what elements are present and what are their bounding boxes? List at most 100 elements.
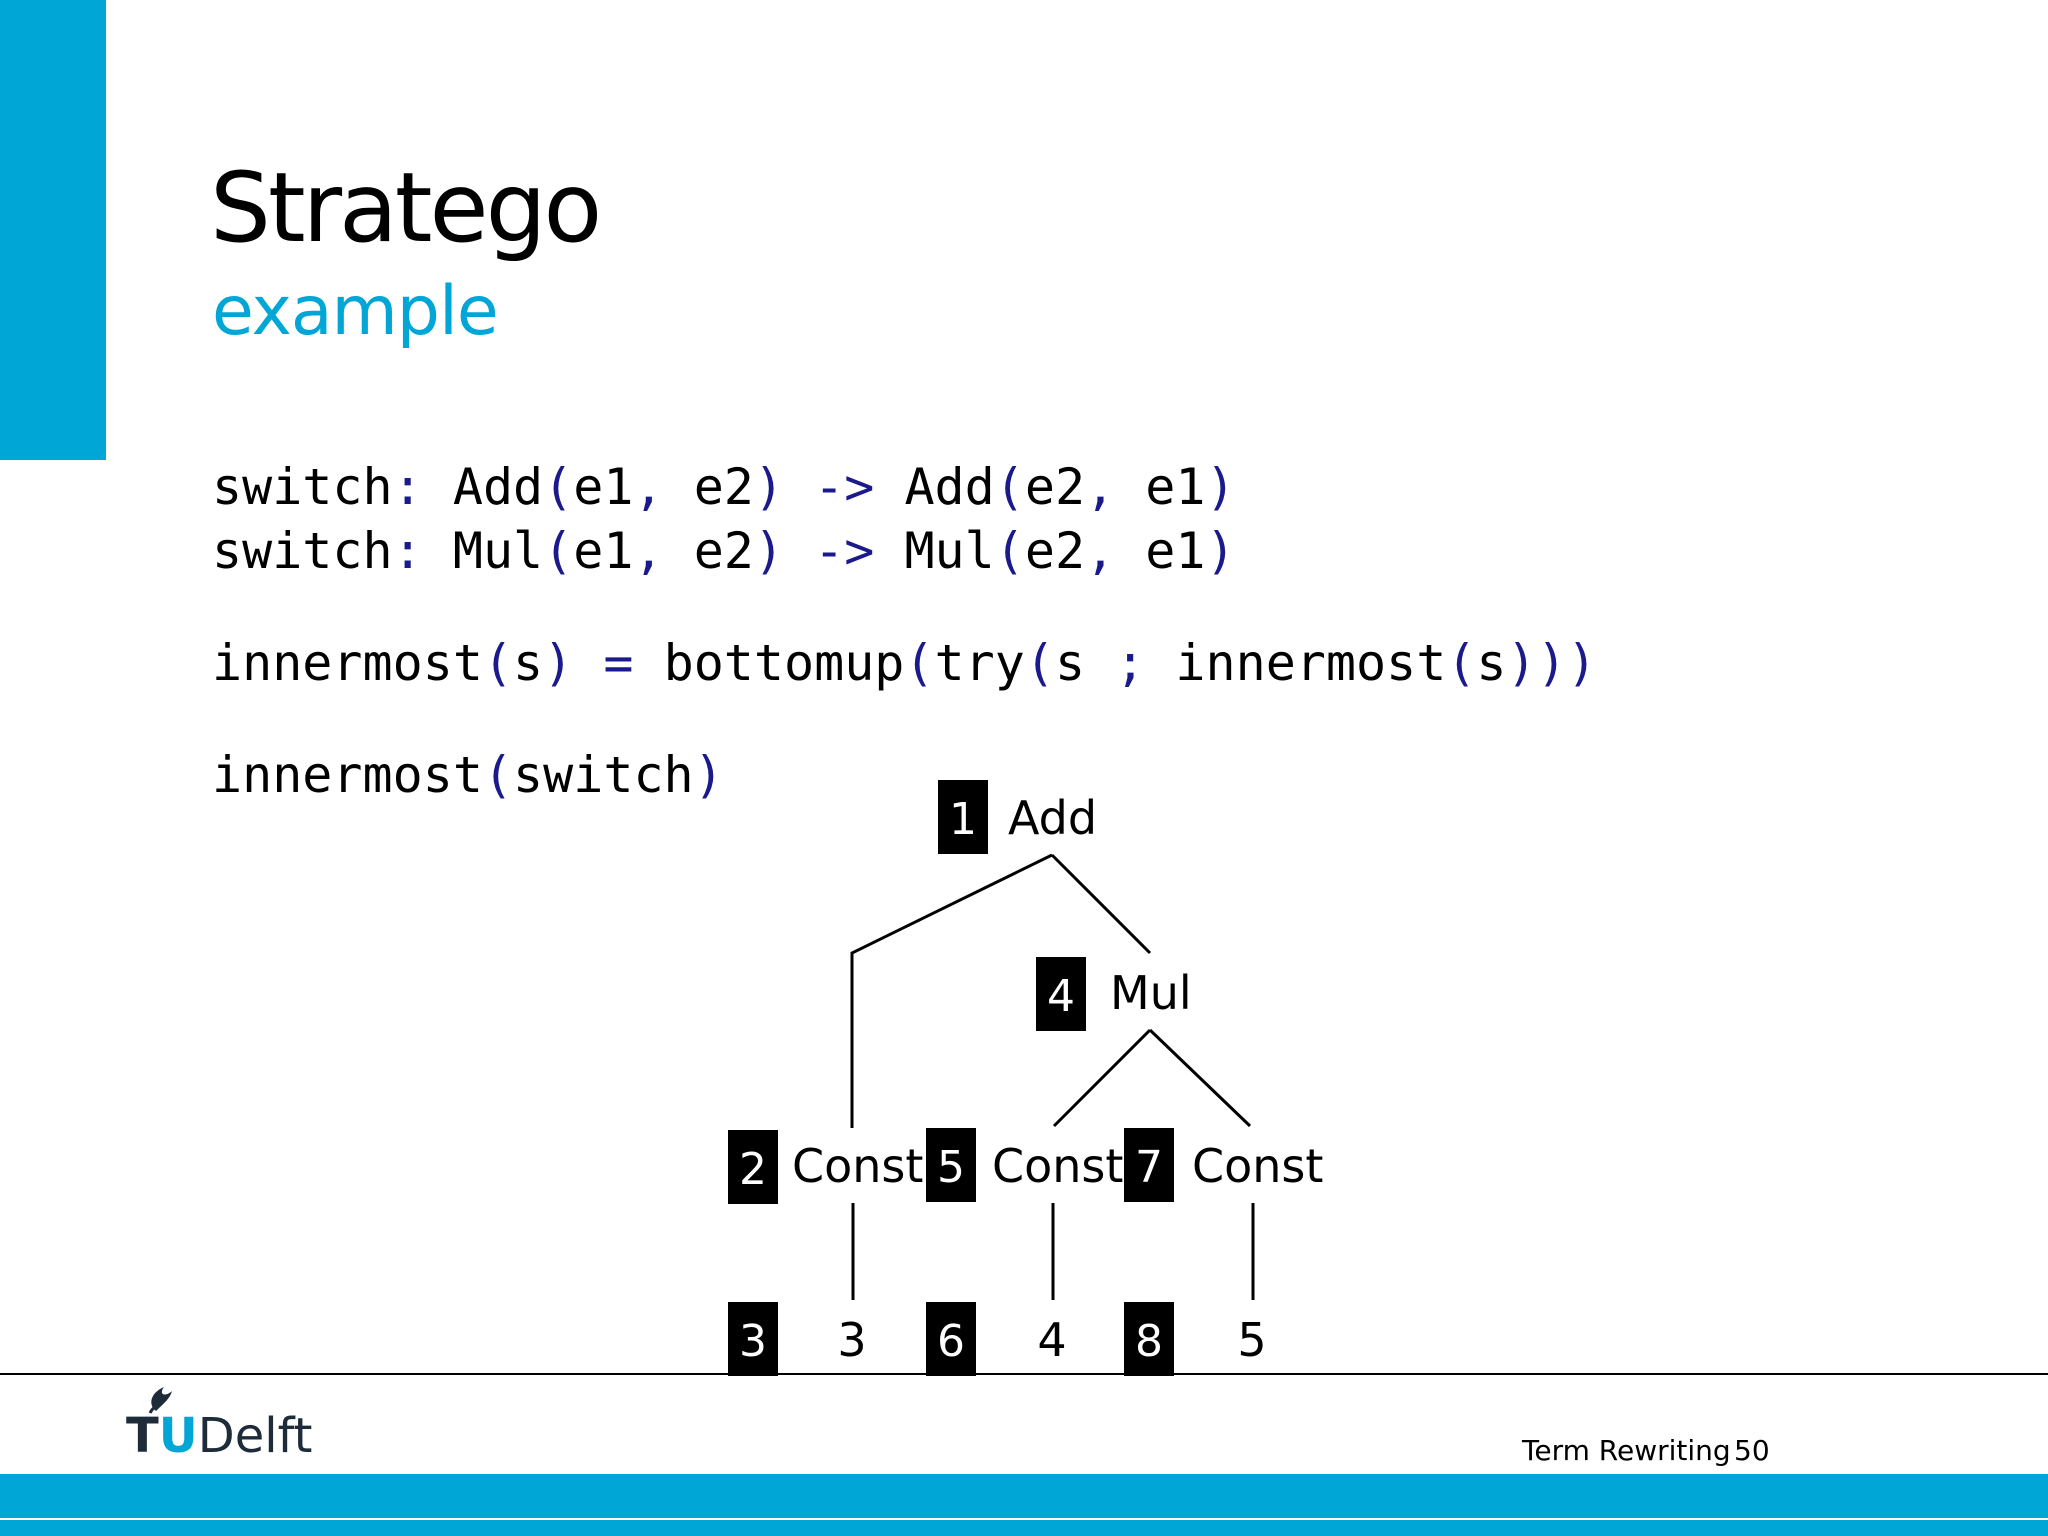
node-badge bbox=[938, 780, 988, 854]
tree-node-add: 1 Add bbox=[938, 780, 1097, 854]
edge-add-const-a bbox=[850, 853, 1053, 1128]
tree-node-val-b: 6 4 bbox=[926, 1302, 1067, 1376]
node-badge-number: 6 bbox=[937, 1316, 965, 1367]
node-badge bbox=[1124, 1302, 1174, 1376]
node-label: 4 bbox=[1037, 1313, 1066, 1367]
term-tree-diagram: 1 Add 4 Mul 2 Const 5 Const 7 Const 3 3 bbox=[728, 780, 1323, 1376]
code-token: e2 bbox=[1024, 458, 1086, 516]
footer-divider bbox=[0, 1373, 2048, 1375]
node-badge bbox=[926, 1302, 976, 1376]
code-punctuation: ( bbox=[1024, 634, 1055, 692]
logo-delft: Delft bbox=[197, 1408, 313, 1464]
code-punctuation: ( bbox=[543, 522, 574, 580]
code-line-2: switch: Mul(e1, e2) -> Mul(e2, e1) bbox=[212, 526, 1236, 576]
code-punctuation: ) bbox=[753, 458, 785, 516]
code-token: s bbox=[1054, 634, 1116, 692]
node-badge-number: 4 bbox=[1047, 971, 1075, 1022]
code-punctuation: : bbox=[392, 522, 423, 580]
code-token: Mul bbox=[874, 522, 995, 580]
bottom-accent-bar bbox=[0, 1474, 2048, 1518]
tree-node-val-a: 3 3 bbox=[728, 1302, 867, 1376]
code-token: e1 bbox=[1115, 522, 1206, 580]
code-token: bottomup bbox=[633, 634, 905, 692]
node-label: Const bbox=[1192, 1139, 1323, 1193]
tu-delft-logo: TUDelft bbox=[126, 1412, 312, 1460]
node-badge bbox=[1036, 957, 1086, 1031]
code-token: Add bbox=[422, 458, 544, 516]
code-punctuation: ( bbox=[994, 522, 1025, 580]
tu-delft-flame-icon bbox=[148, 1387, 172, 1414]
code-token: e2 bbox=[663, 458, 754, 516]
page-number: 50 bbox=[1734, 1434, 1770, 1467]
code-punctuation: ( bbox=[904, 634, 935, 692]
code-line-3: innermost(s) = bottomup(try(s ; innermos… bbox=[212, 638, 1597, 688]
code-punctuation: ) bbox=[1205, 522, 1236, 580]
node-badge-number: 7 bbox=[1135, 1142, 1163, 1193]
node-label: Add bbox=[1008, 791, 1097, 845]
code-punctuation: ) bbox=[543, 634, 574, 692]
tree-node-const-a: 2 Const bbox=[728, 1130, 923, 1204]
code-punctuation: , bbox=[633, 522, 664, 580]
node-badge-number: 2 bbox=[739, 1144, 767, 1195]
code-punctuation: ; bbox=[1115, 634, 1146, 692]
logo-u: U bbox=[158, 1408, 198, 1464]
code-token: s bbox=[1476, 634, 1507, 692]
tree-edges bbox=[850, 853, 1255, 1300]
code-punctuation: ( bbox=[543, 458, 574, 516]
code-line-4: innermost(switch) bbox=[212, 750, 724, 800]
code-token: Add bbox=[874, 458, 995, 516]
code-token: innermost bbox=[1145, 634, 1447, 692]
code-punctuation: ))) bbox=[1506, 634, 1597, 692]
code-token: switch bbox=[513, 746, 694, 804]
code-token: Mul bbox=[422, 522, 544, 580]
code-token: e1 bbox=[573, 458, 634, 516]
node-badge bbox=[728, 1130, 778, 1204]
code-line-1: switch: Add(e1, e2) -> Add(e2, e1) bbox=[212, 462, 1236, 512]
logo-tu: TU bbox=[126, 1408, 198, 1464]
bottom-accent-bar-lower bbox=[0, 1520, 2048, 1536]
node-label: Mul bbox=[1110, 966, 1192, 1020]
node-badge-number: 8 bbox=[1135, 1316, 1163, 1367]
code-punctuation: ) bbox=[753, 522, 785, 580]
tree-node-const-c: 7 Const bbox=[1124, 1128, 1323, 1202]
node-badge bbox=[926, 1128, 976, 1202]
code-token: try bbox=[934, 634, 1025, 692]
logo-t: T bbox=[126, 1408, 159, 1464]
tree-node-mul: 4 Mul bbox=[1036, 957, 1192, 1031]
code-token: e2 bbox=[663, 522, 754, 580]
code-token: e1 bbox=[573, 522, 634, 580]
tree-node-const-b: 5 Const bbox=[926, 1128, 1123, 1202]
code-token: innermost bbox=[212, 746, 483, 804]
code-punctuation: , bbox=[633, 458, 664, 516]
node-badge-number: 5 bbox=[937, 1142, 965, 1193]
code-token: switch bbox=[212, 522, 393, 580]
node-label: 5 bbox=[1237, 1313, 1266, 1367]
edge-add-mul bbox=[1050, 853, 1152, 955]
code-punctuation: ( bbox=[482, 746, 514, 804]
code-punctuation: , bbox=[1085, 522, 1116, 580]
code-token: e2 bbox=[1024, 522, 1086, 580]
code-punctuation: ) bbox=[693, 746, 724, 804]
node-label: Const bbox=[792, 1139, 923, 1193]
code-punctuation: ) bbox=[1205, 458, 1236, 516]
tree-node-val-c: 8 5 bbox=[1124, 1302, 1267, 1376]
node-badge-number: 1 bbox=[949, 794, 977, 845]
accent-side-bar bbox=[0, 0, 106, 460]
edge-mul-const-c bbox=[1148, 1028, 1252, 1128]
code-punctuation: -> bbox=[814, 522, 875, 580]
code-punctuation: ( bbox=[482, 634, 514, 692]
node-badge bbox=[728, 1302, 778, 1376]
node-label: 3 bbox=[837, 1313, 866, 1367]
code-punctuation: ( bbox=[994, 458, 1025, 516]
edge-mul-const-b bbox=[1052, 1028, 1152, 1128]
node-badge-number: 3 bbox=[739, 1316, 767, 1367]
code-token: s bbox=[513, 634, 544, 692]
code-token: innermost bbox=[212, 634, 483, 692]
code-punctuation: ( bbox=[1446, 634, 1477, 692]
code-punctuation: , bbox=[1085, 458, 1116, 516]
slide-subtitle: example bbox=[212, 272, 499, 351]
code-punctuation: -> bbox=[814, 458, 875, 516]
code-punctuation: = bbox=[603, 634, 634, 692]
slide-title: Stratego bbox=[210, 152, 602, 264]
footer-course-label: Term Rewriting bbox=[1522, 1434, 1731, 1467]
